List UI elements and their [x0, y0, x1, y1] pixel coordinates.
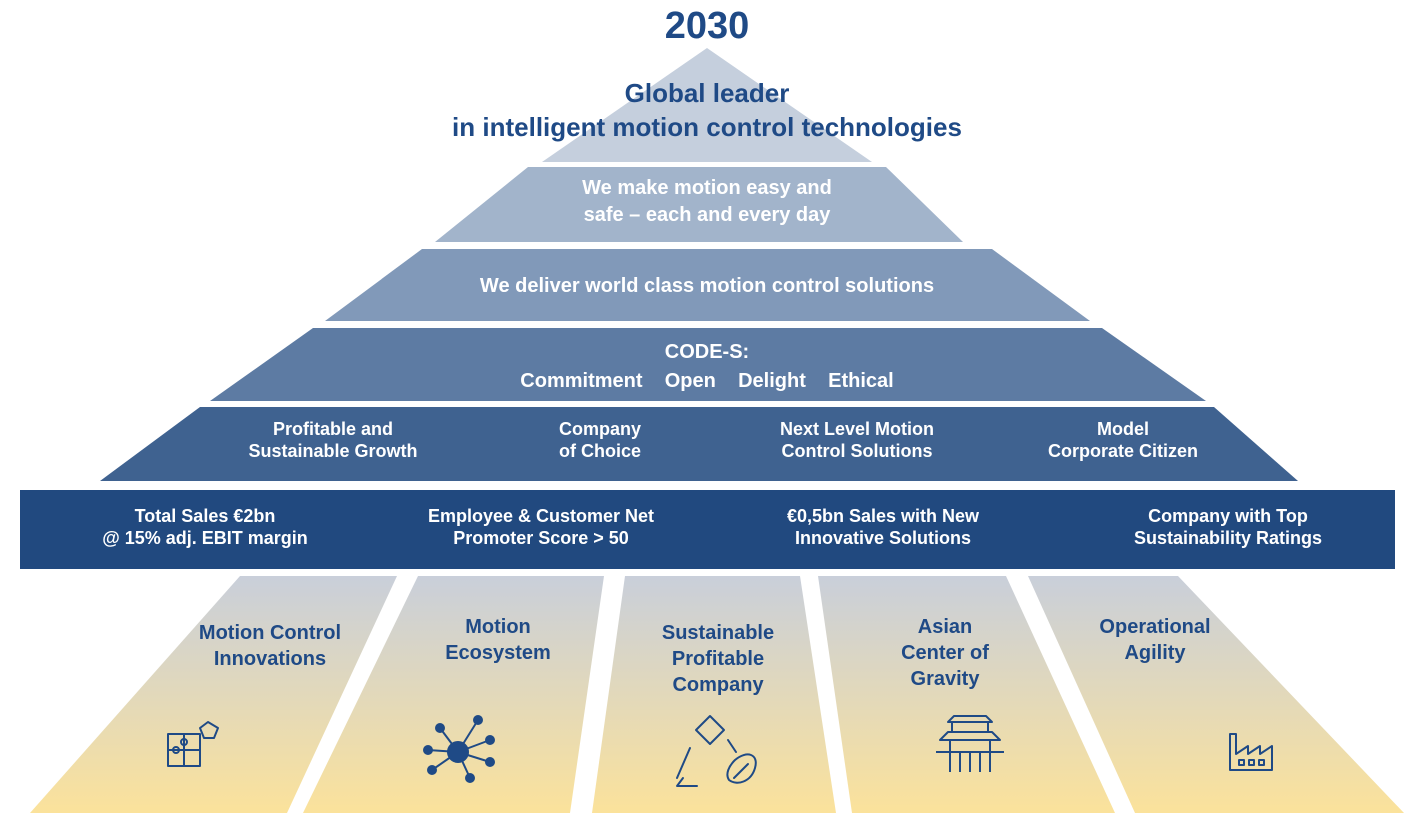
target-2: Employee & Customer Net Promoter Score >… [386, 506, 696, 549]
foundation-5-line-2: Agility [1124, 642, 1186, 664]
foundation-3: Sustainable Profitable Company [628, 620, 808, 698]
pillars-tier [100, 407, 1298, 481]
target-2-line-2: Promoter Score > 50 [453, 527, 629, 548]
pillar-1-line-2: Sustainable Growth [248, 440, 418, 461]
foundation-5: Operational Agility [1060, 614, 1250, 666]
pillar-2: Company of Choice [510, 419, 690, 462]
pillar-3: Next Level Motion Control Solutions [742, 419, 972, 462]
pillar-3-line-2: Control Solutions [781, 440, 933, 461]
values-heading: CODE-S: [664, 341, 750, 363]
target-2-line-1: Employee & Customer Net [427, 506, 655, 526]
pillar-1: Profitable and Sustainable Growth [218, 419, 448, 462]
foundation-column-3 [592, 576, 836, 813]
promise-text: We deliver world class motion control so… [479, 275, 935, 297]
foundation-3-line-3: Company [672, 674, 764, 696]
values-list: Commitment Open Delight Ethical [357, 369, 1057, 393]
targets-band [20, 490, 1395, 569]
foundation-3-line-1: Sustainable [661, 622, 775, 644]
values-tier [210, 328, 1206, 401]
target-4-line-2: Sustainability Ratings [1133, 527, 1323, 548]
foundation-1-line-2: Innovations [213, 648, 327, 670]
puzzle-icon [167, 721, 219, 767]
pillar-3-line-1: Next Level Motion [779, 419, 935, 439]
pillar-1-line-1: Profitable and [272, 419, 393, 439]
pillar-2-line-2: of Choice [558, 440, 641, 461]
foundation-2: Motion Ecosystem [408, 614, 588, 666]
foundation-5-line-1: Operational [1099, 616, 1211, 638]
mission-line-1: We make motion easy and [582, 177, 832, 199]
foundation-3-line-2: Profitable [671, 648, 765, 670]
value-commitment: Commitment [520, 370, 643, 392]
foundation-4-line-3: Gravity [910, 668, 980, 690]
pillar-4-line-2: Corporate Citizen [1047, 440, 1198, 461]
foundation-column-5 [1028, 576, 1404, 813]
pagoda-icon [936, 715, 1004, 772]
vision-tier [542, 48, 872, 162]
mission-text: We make motion easy and safe – each and … [457, 175, 957, 229]
target-1-line-2: @ 15% adj. EBIT margin [102, 527, 308, 548]
page-title: 2030 [664, 5, 750, 47]
vision-text: Global leader in intelligent motion cont… [357, 77, 1057, 145]
value-ethical: Ethical [828, 370, 894, 392]
promise-tier [325, 249, 1090, 321]
value-open: Open [664, 370, 716, 392]
pillar-4-line-1: Model [1097, 419, 1149, 439]
target-3-line-2: Innovative Solutions [794, 527, 972, 548]
pillar-4: Model Corporate Citizen [1018, 419, 1228, 462]
vision-line-2: in intelligent motion control technologi… [452, 111, 962, 142]
recycle-money-leaf-icon [676, 715, 757, 787]
foundation-1-line-1: Motion Control [198, 622, 342, 644]
network-icon [423, 715, 495, 783]
target-4: Company with Top Sustainability Ratings [1088, 506, 1368, 549]
foundation-2-line-1: Motion [465, 616, 531, 638]
foundation-1: Motion Control Innovations [160, 620, 380, 672]
foundation-4: Asian Center of Gravity [850, 614, 1040, 692]
mission-tier [435, 167, 963, 242]
pillar-2-line-1: Company [558, 419, 641, 439]
factory-icon [1229, 733, 1273, 771]
target-1: Total Sales €2bn @ 15% adj. EBIT margin [75, 506, 335, 549]
foundation-column-1 [30, 576, 397, 813]
foundation-2-line-2: Ecosystem [445, 642, 551, 664]
target-3-line-1: €0,5bn Sales with New [786, 506, 980, 526]
target-4-line-1: Company with Top [1148, 506, 1308, 526]
target-1-line-1: Total Sales €2bn [134, 506, 276, 526]
value-delight: Delight [738, 370, 806, 392]
target-3: €0,5bn Sales with New Innovative Solutio… [738, 506, 1028, 549]
vision-line-1: Global leader [624, 78, 790, 108]
foundation-4-line-2: Center of [901, 642, 989, 664]
foundation-column-2 [303, 576, 604, 813]
foundation-column-4 [818, 576, 1115, 813]
foundation-4-line-1: Asian [917, 616, 973, 638]
mission-line-2: safe – each and every day [583, 204, 831, 226]
